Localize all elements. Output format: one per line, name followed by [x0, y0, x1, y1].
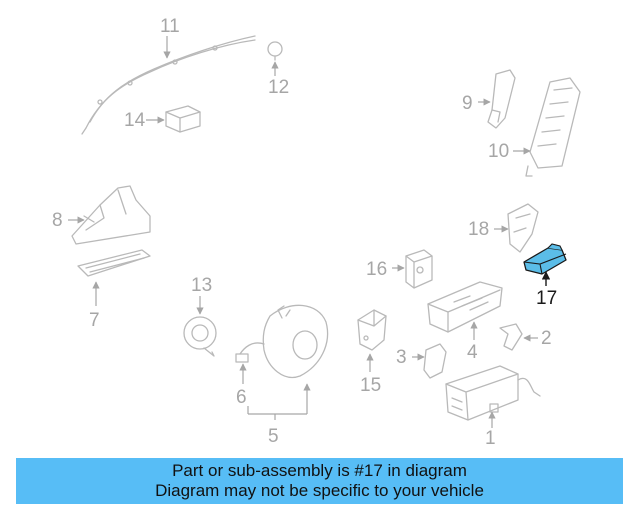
label-4: 4	[467, 342, 478, 363]
label-1: 1	[485, 428, 496, 449]
part-8-buckle[interactable]	[71, 185, 151, 245]
part-1-knee-airbag[interactable]	[445, 365, 541, 421]
label-3: 3	[396, 347, 407, 368]
label-5: 5	[268, 426, 279, 447]
part-6-connector[interactable]	[235, 353, 249, 363]
part-9-pillar-trim[interactable]	[487, 69, 516, 129]
label-11: 11	[160, 16, 180, 37]
info-banner: Part or sub-assembly is #17 in diagram D…	[16, 458, 623, 504]
label-12: 12	[268, 77, 289, 98]
part-18-bracket[interactable]	[507, 203, 539, 253]
part-4-passenger-airbag[interactable]	[427, 281, 503, 333]
parts-diagram: 11 12 14 9 10 8 7	[52, 16, 581, 449]
part-12-clip[interactable]	[267, 41, 283, 61]
part-10-airbag-module[interactable]	[525, 77, 581, 177]
part-3-bracket[interactable]	[423, 343, 447, 379]
label-15: 15	[360, 375, 381, 396]
banner-line-1: Part or sub-assembly is #17 in diagram	[172, 461, 467, 480]
part-14-sensor-module[interactable]	[165, 105, 201, 133]
part-5-driver-airbag[interactable]	[239, 304, 329, 378]
label-14: 14	[124, 110, 146, 131]
label-6: 6	[236, 387, 247, 408]
part-16-sensor[interactable]	[405, 249, 433, 289]
label-7: 7	[89, 310, 100, 331]
label-10: 10	[488, 141, 509, 162]
label-18: 18	[468, 219, 489, 240]
label-16: 16	[366, 259, 387, 280]
label-17: 17	[536, 288, 557, 309]
part-7-rail[interactable]	[77, 249, 151, 277]
part-15-bracket[interactable]	[357, 309, 387, 351]
part-2-bracket[interactable]	[499, 323, 523, 351]
banner-line-2: Diagram may not be specific to your vehi…	[155, 481, 484, 500]
part-13-clock-spring[interactable]	[183, 316, 217, 357]
part-17-sensor-highlighted[interactable]	[523, 243, 567, 275]
label-13: 13	[191, 275, 212, 296]
label-2: 2	[541, 328, 552, 349]
label-8: 8	[52, 210, 63, 231]
part-11-curtain-airbag[interactable]	[81, 35, 256, 135]
label-9: 9	[462, 93, 473, 114]
